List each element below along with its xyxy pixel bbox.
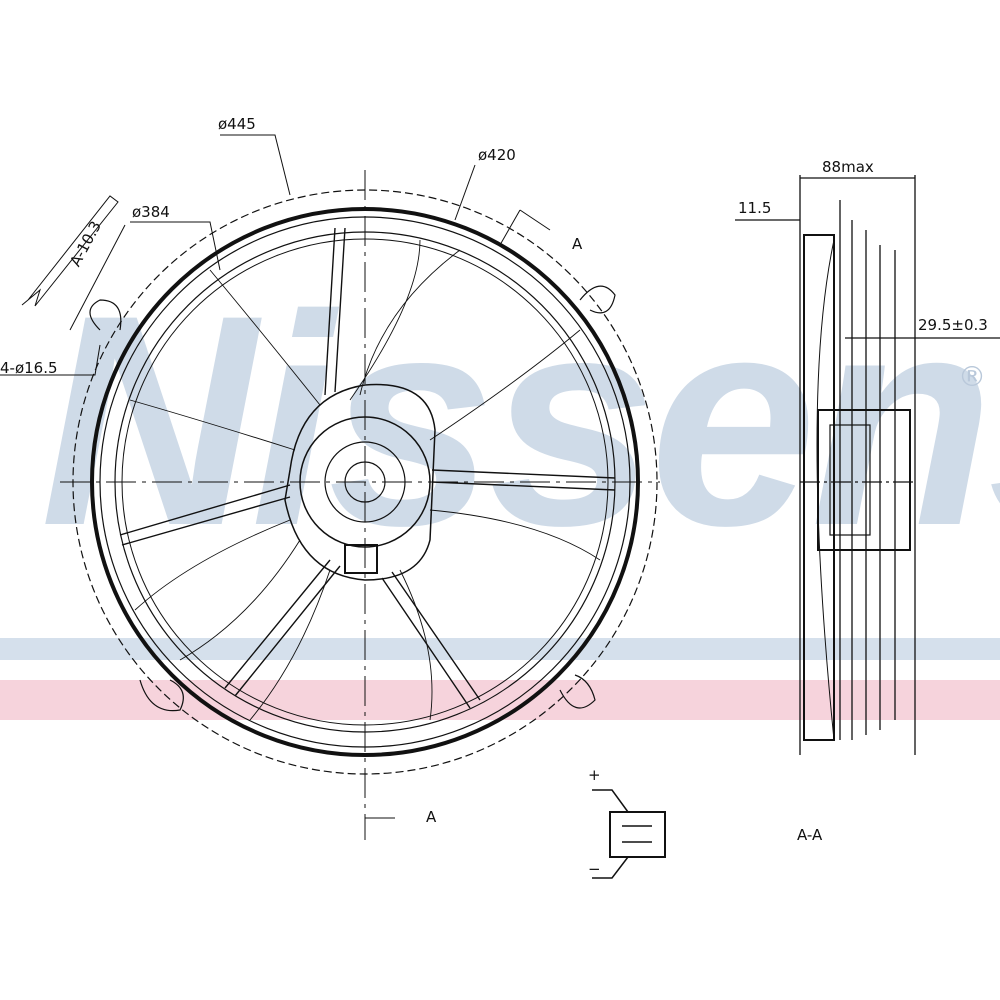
dim-offset: 11.5 [738,199,772,217]
section-mark-top: A [572,235,583,253]
motor-hub-plate [284,383,436,581]
spokes [119,227,616,709]
mount-ears [89,285,616,712]
hub-connector [344,544,378,574]
terminal-minus: − [588,860,601,878]
outer-ring-445 [72,189,658,775]
section-title: A-A [797,826,823,844]
dim-depth: 88max [822,158,874,176]
hub-outer [299,416,431,548]
blade-tip-384 [114,231,616,733]
blade-inner [121,238,609,726]
terminal-plus: + [588,766,601,784]
watermark-band-blue [0,638,1000,660]
registered-mark: ® [958,360,986,393]
dim-hub: 29.5±0.3 [918,316,988,334]
shroud-inner-ring [99,216,631,748]
dim-ring-diameter: ø420 [478,146,516,164]
blades [129,239,601,721]
leaders [0,134,551,819]
hub-mid [324,441,406,523]
side-view [735,175,1000,755]
section-mark-bottom: A [426,808,437,826]
shroud-ring-420 [90,207,640,757]
dim-blade-diameter: ø384 [132,203,170,221]
hub-shaft [344,461,386,503]
terminal-connector [592,789,666,879]
dim-mount-holes: 4-ø16.5 [0,359,58,377]
dim-outer-diameter: ø445 [218,115,256,133]
